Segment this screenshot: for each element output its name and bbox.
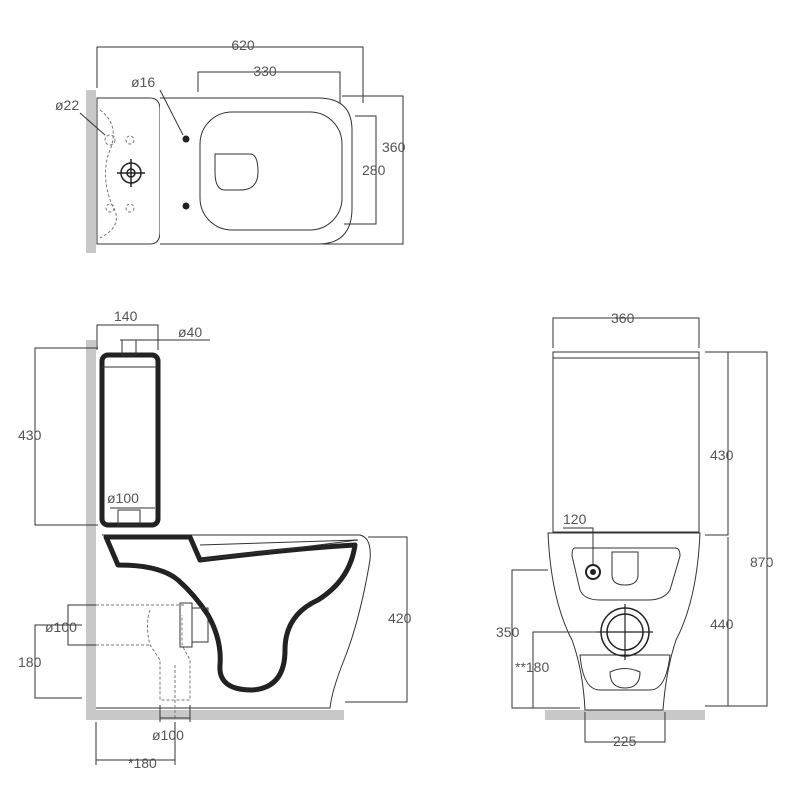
dim-waste-center-line — [532, 631, 600, 708]
dim-floor-waste-distance: *180 — [128, 755, 157, 771]
front-view-waste-icon — [597, 604, 653, 660]
dim-360-front-line — [552, 317, 700, 348]
dim-120: 120 — [563, 511, 587, 527]
dim-330: 330 — [253, 63, 277, 79]
front-view-upper-slot-inner — [611, 551, 639, 586]
dim-430-side-line — [34, 347, 98, 526]
side-view-seat — [199, 539, 359, 561]
dim-140: 140 — [114, 308, 138, 324]
dim-360-top: 360 — [382, 139, 406, 155]
dim-430-front: 430 — [710, 447, 734, 463]
dim-360-front: 360 — [611, 310, 635, 326]
top-view-hole-top — [182, 135, 190, 143]
dim-330-line — [197, 71, 341, 103]
front-view-floor — [545, 710, 705, 720]
dim-180-side: 180 — [18, 654, 42, 670]
dim-620: 620 — [231, 37, 255, 53]
side-view-bowl-outline — [96, 534, 371, 709]
dim-280-line — [344, 115, 377, 225]
front-view-lower-slot — [579, 654, 671, 691]
dim-620-line — [96, 46, 364, 103]
dim-420-line — [345, 536, 408, 703]
top-view-inlet-icon — [117, 159, 145, 187]
dim-420: 420 — [388, 610, 412, 626]
front-view-lower-slot-inner — [609, 668, 641, 689]
side-view-trapway — [103, 534, 358, 693]
side-view-cistern-outlet — [117, 509, 141, 526]
dim-120-line — [563, 527, 594, 565]
dim-cistern-outlet-diameter: ø100 — [107, 490, 139, 506]
front-view-cistern — [552, 351, 700, 533]
front-view: 360 430 870 440 120 350 **180 225 — [496, 310, 774, 749]
dim-180-side-line — [34, 624, 82, 699]
dim-280: 280 — [362, 162, 386, 178]
dim-350: 350 — [496, 624, 520, 640]
dim-870-line — [705, 351, 768, 707]
top-view-cistern-dashes — [99, 109, 117, 239]
dim-870: 870 — [750, 554, 774, 570]
dim-waste-center: **180 — [515, 659, 549, 675]
top-view-dashed-hole-2 — [125, 135, 135, 145]
side-view-wall-waste — [96, 604, 191, 701]
dim-floor-waste-distance-line — [95, 722, 176, 765]
top-view-bowl-opening — [214, 153, 259, 191]
top-view: 620 330 ø16 ø22 360 280 — [55, 37, 406, 253]
top-view-dashed-hole-1 — [104, 134, 116, 146]
side-view-wall — [86, 340, 96, 720]
top-view-hole-bottom — [182, 202, 190, 210]
front-view-upper-slot — [571, 547, 681, 601]
dim-hole-leader — [159, 89, 184, 136]
dim-flush-diameter: ø40 — [178, 324, 202, 340]
top-view-seat — [199, 111, 343, 231]
top-view-cistern — [96, 97, 161, 245]
top-view-wall — [86, 90, 96, 253]
side-view-floor — [86, 710, 344, 720]
dim-hole-diameter: ø16 — [131, 74, 155, 90]
side-view-waste-pipe — [191, 607, 209, 643]
dim-430-front-line — [705, 351, 729, 536]
dim-360-top-line — [322, 95, 404, 245]
dim-waste-diameter: ø100 — [45, 619, 77, 635]
dim-350-line — [511, 569, 580, 709]
top-view-dashed-hole-4 — [105, 203, 115, 213]
dim-cistern-hole-diameter: ø22 — [55, 97, 79, 113]
front-view-bowl — [547, 532, 701, 711]
dim-225: 225 — [613, 733, 637, 749]
side-view: 140 ø40 430 ø100 ø100 180 420 ø100 *180 — [18, 308, 412, 771]
dim-140-line — [96, 324, 159, 350]
dim-floor-waste-line — [159, 705, 191, 722]
dim-225-line — [584, 712, 666, 743]
dim-440: 440 — [710, 616, 734, 632]
dim-floor-waste-diameter: ø100 — [152, 727, 184, 743]
dim-cistern-hole-leader — [79, 112, 106, 136]
top-view-dashed-hole-3 — [125, 203, 135, 213]
dim-430-side: 430 — [18, 427, 42, 443]
